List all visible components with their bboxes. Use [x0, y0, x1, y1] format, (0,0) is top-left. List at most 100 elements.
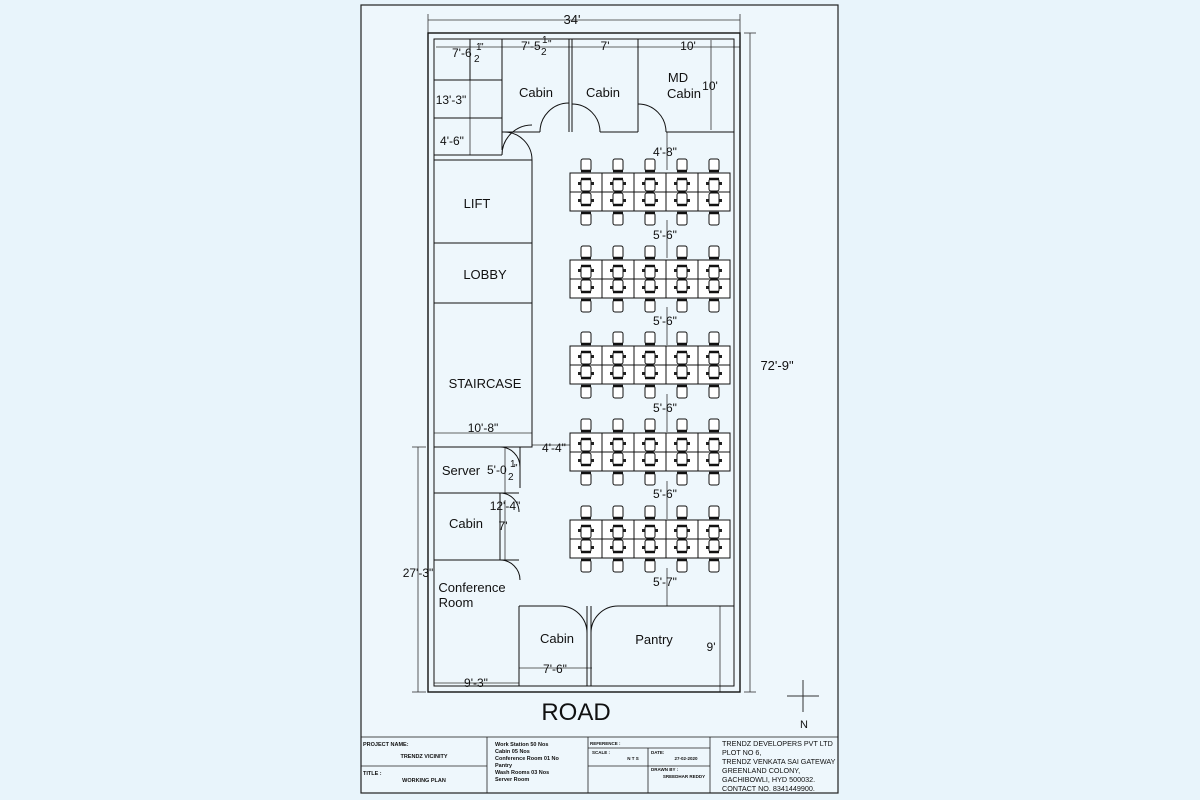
- dim-server-den: 2: [508, 472, 514, 483]
- chair: [676, 384, 688, 399]
- chair: [676, 418, 688, 433]
- dim-left-27-3: 27'-3": [403, 566, 434, 580]
- chair: [676, 245, 688, 260]
- project-name: TRENDZ VICINITY: [400, 754, 447, 760]
- room-labels: Cabin Cabin MD Cabin LIFT LOBBY STAIRCAS…: [438, 70, 701, 647]
- chair: [612, 264, 624, 279]
- chair: [676, 471, 688, 486]
- chair: [612, 418, 624, 433]
- chair: [580, 505, 592, 520]
- company-line-1: TRENDZ DEVELOPERS PVT LTD: [722, 739, 833, 748]
- dim-pantry-9: 9': [707, 640, 716, 654]
- workstation-cluster: [569, 158, 731, 226]
- schedule-item-1: Work Station 50 Nos: [495, 742, 548, 748]
- title-block-frame: [360, 736, 839, 794]
- dim-gap-5-7: 5'-7": [653, 575, 677, 589]
- dim-top-left-num: 1: [476, 42, 482, 53]
- dim-left-4-6: 4'-6": [440, 134, 464, 148]
- chair: [708, 452, 720, 467]
- company-line-2: PLOT NO 6,: [722, 748, 761, 757]
- chair: [612, 505, 624, 520]
- room-pantry: Pantry: [635, 632, 673, 647]
- chair: [708, 279, 720, 294]
- room-conference-line2: Room: [439, 595, 474, 610]
- chair: [612, 365, 624, 380]
- chair: [580, 211, 592, 226]
- chair: [612, 524, 624, 539]
- scale-value: N T S: [627, 756, 639, 761]
- chair: [580, 539, 592, 554]
- north-arrow: [787, 680, 819, 712]
- chair: [676, 505, 688, 520]
- chair: [708, 177, 720, 192]
- room-cabin-left: Cabin: [449, 516, 483, 531]
- chair: [580, 350, 592, 365]
- chair: [676, 524, 688, 539]
- chair: [580, 279, 592, 294]
- dim-cabin-a-num: 1: [542, 35, 548, 46]
- company-line-5: GACHIBOWLI, HYD 500032.: [722, 775, 815, 784]
- chair: [644, 158, 656, 173]
- schedule-item-5: Wash Rooms 03 Nos: [495, 770, 549, 776]
- chair: [580, 384, 592, 399]
- chair: [612, 211, 624, 226]
- chair: [612, 158, 624, 173]
- room-lobby: LOBBY: [463, 267, 507, 282]
- project-name-label: PROJECT NAME:: [363, 742, 409, 748]
- company-address: TRENDZ DEVELOPERS PVT LTD PLOT NO 6, TRE…: [722, 739, 836, 793]
- chair: [708, 350, 720, 365]
- chair: [708, 211, 720, 226]
- title-block: PROJECT NAME: TRENDZ VICINITY TITLE : WO…: [363, 741, 705, 784]
- chair: [644, 524, 656, 539]
- company-line-6: CONTACT NO. 8341449900.: [722, 784, 815, 793]
- chair: [612, 539, 624, 554]
- dim-top-left-tail: ": [480, 42, 484, 53]
- road-label: ROAD: [541, 699, 610, 726]
- room-server: Server: [442, 463, 481, 478]
- chair: [676, 158, 688, 173]
- chair: [644, 350, 656, 365]
- drawing-sheet: [360, 4, 839, 794]
- drawn-by-value: SREEDHAR REDDY: [663, 774, 705, 779]
- chair: [644, 558, 656, 573]
- date-value: 27-02-2020: [674, 756, 698, 761]
- dim-top-left: 7'-6: [452, 46, 472, 60]
- chair: [644, 365, 656, 380]
- chair: [708, 384, 720, 399]
- chair: [708, 331, 720, 346]
- room-cabin-bottom: Cabin: [540, 631, 574, 646]
- workstation-cluster: [569, 245, 731, 313]
- chair: [708, 158, 720, 173]
- chair: [676, 264, 688, 279]
- chair: [676, 279, 688, 294]
- north-label: N: [800, 719, 808, 731]
- date-label: DATE:: [651, 750, 665, 755]
- workstation-cluster: [569, 418, 731, 486]
- room-walls: [433, 39, 734, 686]
- schedule-item-2: Cabin 05 Nos: [495, 749, 530, 755]
- chair: [708, 437, 720, 452]
- company-line-4: GREENLAND COLONY,: [722, 766, 800, 775]
- chair: [644, 264, 656, 279]
- chair: [644, 471, 656, 486]
- chair: [644, 384, 656, 399]
- chair: [708, 558, 720, 573]
- dim-server: 5'-0: [487, 463, 507, 477]
- schedule-item-4: Pantry: [495, 763, 513, 769]
- chair: [580, 365, 592, 380]
- chair: [708, 471, 720, 486]
- scale-label: SCALE :: [592, 750, 611, 755]
- chair: [708, 418, 720, 433]
- chair: [676, 452, 688, 467]
- chair: [708, 298, 720, 313]
- chair: [580, 471, 592, 486]
- dimension-labels: 34' 7'-6 1 2 " 7'-5 1 2 " 7' 10' 10' 13'…: [403, 12, 794, 690]
- chair: [644, 418, 656, 433]
- outer-wall: [427, 32, 741, 693]
- chair: [708, 365, 720, 380]
- dim-cabin-b: 7': [601, 39, 610, 53]
- title-label: TITLE :: [363, 771, 382, 777]
- chair: [708, 539, 720, 554]
- chair: [676, 192, 688, 207]
